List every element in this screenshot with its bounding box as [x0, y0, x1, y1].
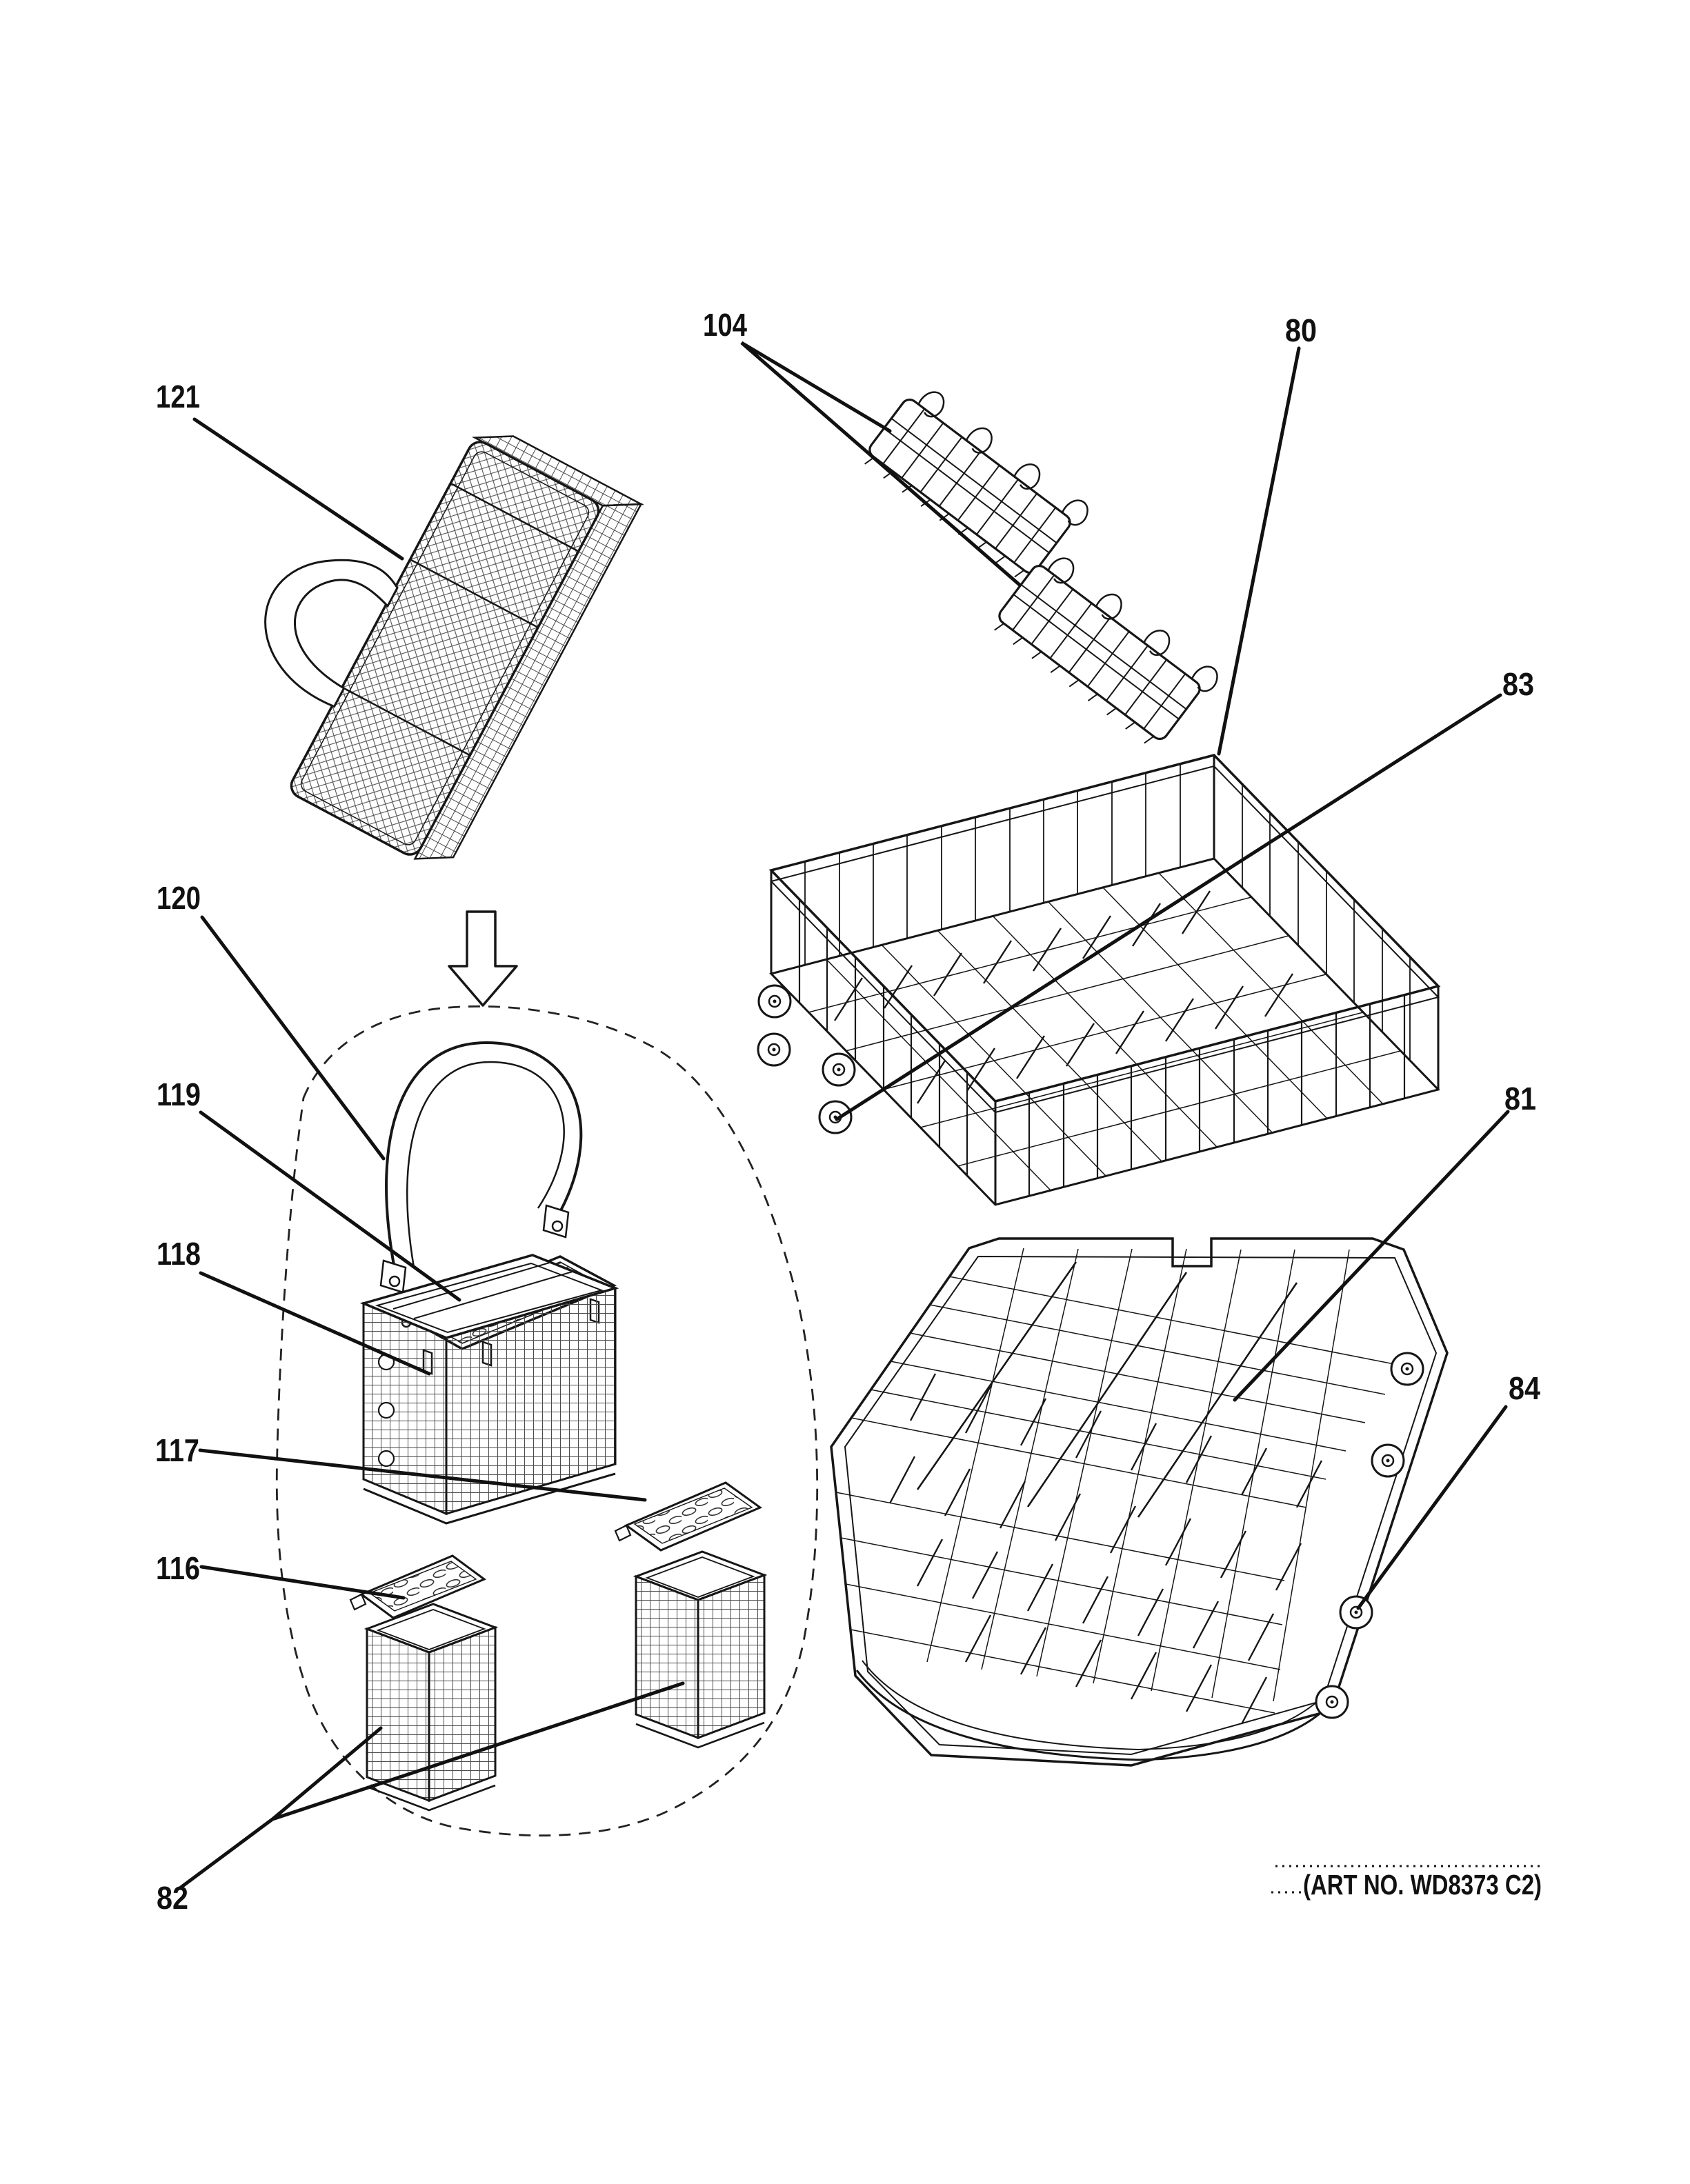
callout-80: 80: [1285, 312, 1317, 348]
leader-104: [740, 341, 1022, 587]
callout-116: 116: [156, 1550, 200, 1586]
tine-rack-104-b: [989, 545, 1222, 756]
roller-wheel-80-2: [757, 1032, 791, 1067]
silverware-basket-121: [264, 435, 645, 860]
small-basket-82-right: [633, 1550, 768, 1749]
roller-wheel-81-1: [1390, 1352, 1424, 1386]
silverware-basket-118: [359, 1254, 619, 1525]
tine-rack-104-a: [859, 379, 1093, 590]
parts-group-outline: [275, 1005, 819, 1837]
roller-wheel-80-3: [822, 1052, 856, 1087]
roller-wheel-84: [1339, 1595, 1373, 1630]
callout-81: 81: [1504, 1081, 1536, 1116]
callout-83: 83: [1502, 666, 1534, 702]
leader-116: [199, 1565, 406, 1600]
basket-handle-120: [379, 1041, 583, 1294]
leader-84: [1356, 1405, 1508, 1610]
basket-handle-icon: [264, 559, 399, 708]
leader-119: [199, 1110, 461, 1302]
roller-wheel-81-2: [1371, 1443, 1405, 1478]
roller-wheel-80-1: [757, 984, 792, 1019]
callout-82: 82: [157, 1880, 188, 1916]
art-number-block: (ART NO. WD8373 C2): [1271, 1865, 1543, 1901]
callout-120: 120: [157, 880, 201, 916]
callout-119: 119: [157, 1076, 201, 1112]
arrow-down-icon: [448, 910, 518, 1007]
callout-118: 118: [157, 1236, 201, 1272]
leader-120: [200, 915, 386, 1161]
roller-wheel-83: [818, 1100, 853, 1134]
leader-82: [179, 1681, 685, 1890]
small-basket-82-left: [364, 1603, 499, 1812]
callout-104: 104: [703, 307, 747, 343]
upper-rack-80: [757, 754, 1441, 1206]
leader-117: [198, 1448, 647, 1502]
art-number: (ART NO. WD8373 C2): [1303, 1869, 1542, 1901]
leader-80: [1217, 346, 1301, 756]
callout-84: 84: [1509, 1370, 1540, 1406]
leader-83: [835, 693, 1502, 1121]
lower-rack-81: [830, 1237, 1449, 1767]
leader-121: [192, 417, 404, 561]
callout-117: 117: [155, 1432, 199, 1468]
small-lid-117: [614, 1481, 763, 1552]
roller-wheel-81-4: [1315, 1685, 1349, 1719]
leader-81: [1233, 1110, 1510, 1402]
leader-118: [199, 1271, 431, 1376]
callout-121: 121: [156, 379, 200, 414]
small-lid-116: [349, 1554, 487, 1619]
